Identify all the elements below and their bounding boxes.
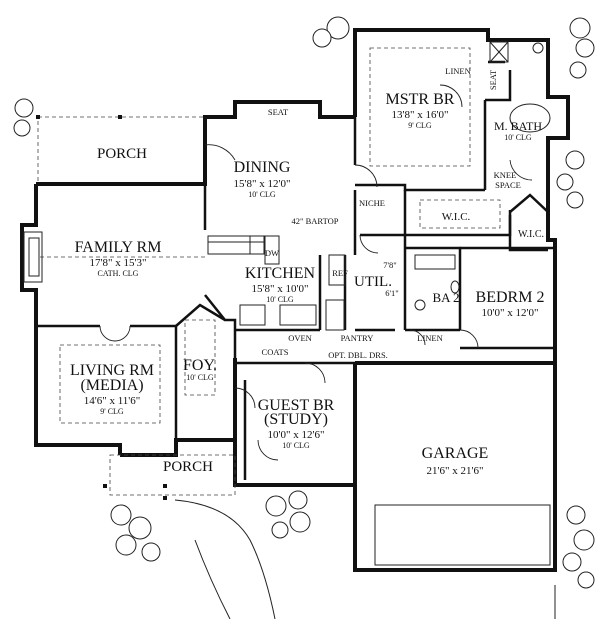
living-rm-label-2: (MEDIA) [80,377,143,394]
wic1-label: W.I.C. [442,211,471,223]
dining-ceiling: 10' CLG [248,190,276,199]
family-rm-ceiling: CATH. CLG [98,269,139,278]
mstr-br-dimensions: 13'8" x 16'0" [392,109,449,121]
bath-fixtures [414,41,551,311]
guest-br-label: GUEST BR [258,397,335,414]
interior-walls [36,60,555,480]
dim-61-label: 6'1" [385,288,399,298]
kitchen-ceiling: 10' CLG [266,295,294,304]
m-bath-ceiling: 10' CLG [504,133,532,142]
bedrm2-label: BEDRM 2 [476,289,545,306]
porch-bottom-label: PORCH [163,459,213,475]
door-swings [99,84,533,461]
landscape-trees [13,16,595,589]
dining-label: DINING [234,159,291,176]
family-rm-label: FAMILY RM [75,239,162,256]
bath-seat-label: SEAT [488,69,498,90]
space-label: SPACE [495,180,521,190]
guest-br-ceiling: 10' CLG [282,441,310,450]
linen-top-label: LINEN [445,66,471,76]
linen-bottom-label: LINEN [417,333,443,343]
foyer-label: FOY. [183,357,217,374]
living-rm-dimensions: 14'6" x 11'6" [84,395,141,407]
seat-label: SEAT [268,107,289,117]
kitchen-dimensions: 15'8" x 10'0" [252,283,309,295]
opt-dbl-drs-label: OPT. DBL. DRS. [328,350,388,360]
living-rm-label: LIVING RM [70,362,154,379]
living-rm-ceiling: 9' CLG [100,407,124,416]
guest-br-dimensions: 10'0" x 12'6" [268,429,325,441]
foyer-ceiling: 10' CLG [186,373,214,382]
ref-label: REF [332,268,348,278]
porch-bottom [103,454,236,500]
kitchen-counters [207,235,346,331]
pantry-label: PANTRY [341,333,374,343]
m-bath-label: M. BATH [494,119,542,133]
niche-label: NICHE [359,198,385,208]
dw-label: DW [265,248,279,258]
guest-br-label-2: (STUDY) [264,411,328,428]
wic2-label: W.I.C. [518,229,544,240]
mstr-br-label: MSTR BR [386,91,455,108]
knee-label: KNEE [494,170,517,180]
bedrm2-dimensions: 10'0" x 12'0" [482,307,539,319]
family-rm-dimensions: 17'8" x 15'3" [90,257,147,269]
fireplace [23,231,43,283]
mstr-br-ceiling: 9' CLG [408,121,432,130]
bartop-label: 42" BARTOP [292,216,339,226]
dining-dimensions: 15'8" x 12'0" [234,178,291,190]
util-label: UTIL. [354,274,392,290]
ba2-label: BA 2 [432,290,459,305]
exterior-walls [20,28,570,572]
porch-top-label: PORCH [97,146,147,162]
garage-label: GARAGE [422,445,489,462]
kitchen-label: KITCHEN [245,265,316,282]
coats-label: COATS [262,347,289,357]
dim-78-label: 7'8" [383,260,397,270]
oven-label: OVEN [288,333,312,343]
garage-dimensions: 21'6" x 21'6" [427,465,484,477]
